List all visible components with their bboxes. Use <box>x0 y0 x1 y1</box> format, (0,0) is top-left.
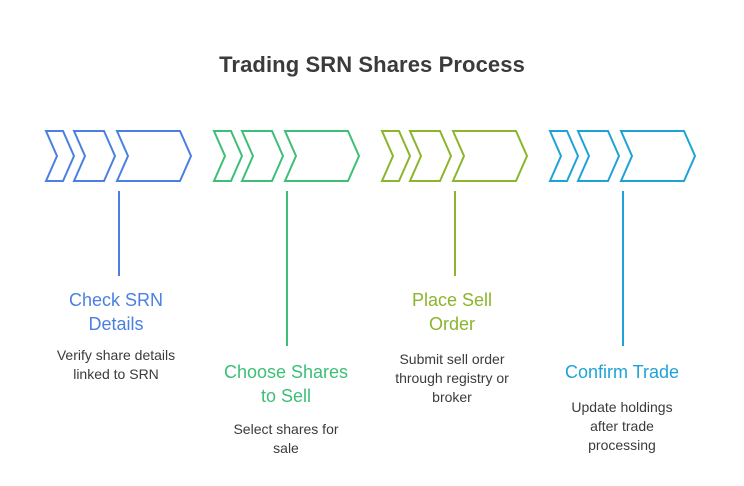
step-2-title-line-1: Choose Shares <box>223 362 349 382</box>
step-4-desc-line-1: Update holdings <box>571 399 673 415</box>
step-2-chevron-small-a <box>212 130 244 182</box>
step-1-chevron-small-a <box>44 130 76 182</box>
step-2-chevron-large <box>283 130 361 182</box>
step-2-title: Choose Shares to Sell <box>201 360 371 408</box>
step-1-chevron-small-b <box>72 130 117 182</box>
step-4-desc-line-2: after trade <box>590 418 654 434</box>
step-1-title: Check SRN Details <box>31 288 201 336</box>
step-4-chevron-small-b <box>576 130 621 182</box>
step-4-chevron-large <box>619 130 697 182</box>
step-3-title: Place Sell Order <box>367 288 537 336</box>
step-2-chevron-small-b <box>240 130 285 182</box>
step-3-chevron-small-a <box>380 130 412 182</box>
step-1-title-line-1: Check SRN <box>68 290 164 310</box>
step-4-title-line-1: Confirm Trade <box>564 362 680 382</box>
step-2-desc-line-2: sale <box>273 440 299 456</box>
step-3-chevron-large <box>451 130 529 182</box>
step-4-desc-line-3: processing <box>588 437 656 453</box>
step-3-chevrons <box>380 130 529 182</box>
step-3-desc-line-3: broker <box>432 389 472 405</box>
step-3-desc-line-2: through registry or <box>395 370 509 386</box>
diagram-title: Trading SRN Shares Process <box>219 52 525 77</box>
step-3-desc-line-1: Submit sell order <box>399 351 505 367</box>
step-3-description: Submit sell order through registry or br… <box>377 350 527 407</box>
step-4-chevrons <box>548 130 697 182</box>
step-2-description: Select shares for sale <box>211 420 361 458</box>
step-1-chevron-large <box>115 130 193 182</box>
step-1-title-line-2: Details <box>88 314 144 334</box>
step-3-title-line-1: Place Sell <box>411 290 493 310</box>
step-2-chevrons <box>212 130 361 182</box>
step-4-chevron-small-a <box>548 130 580 182</box>
step-2-title-line-2: to Sell <box>260 386 312 406</box>
step-1-chevrons <box>44 130 193 182</box>
step-1-desc-line-1: Verify share details <box>56 347 176 363</box>
step-3-chevron-small-b <box>408 130 453 182</box>
step-1-description: Verify share details linked to SRN <box>41 346 191 384</box>
step-4-title: Confirm Trade <box>537 360 707 384</box>
step-1-desc-line-2: linked to SRN <box>73 366 159 382</box>
step-4-description: Update holdings after trade processing <box>547 398 697 455</box>
step-2-desc-line-1: Select shares for <box>233 421 339 437</box>
step-3-title-line-2: Order <box>428 314 475 334</box>
